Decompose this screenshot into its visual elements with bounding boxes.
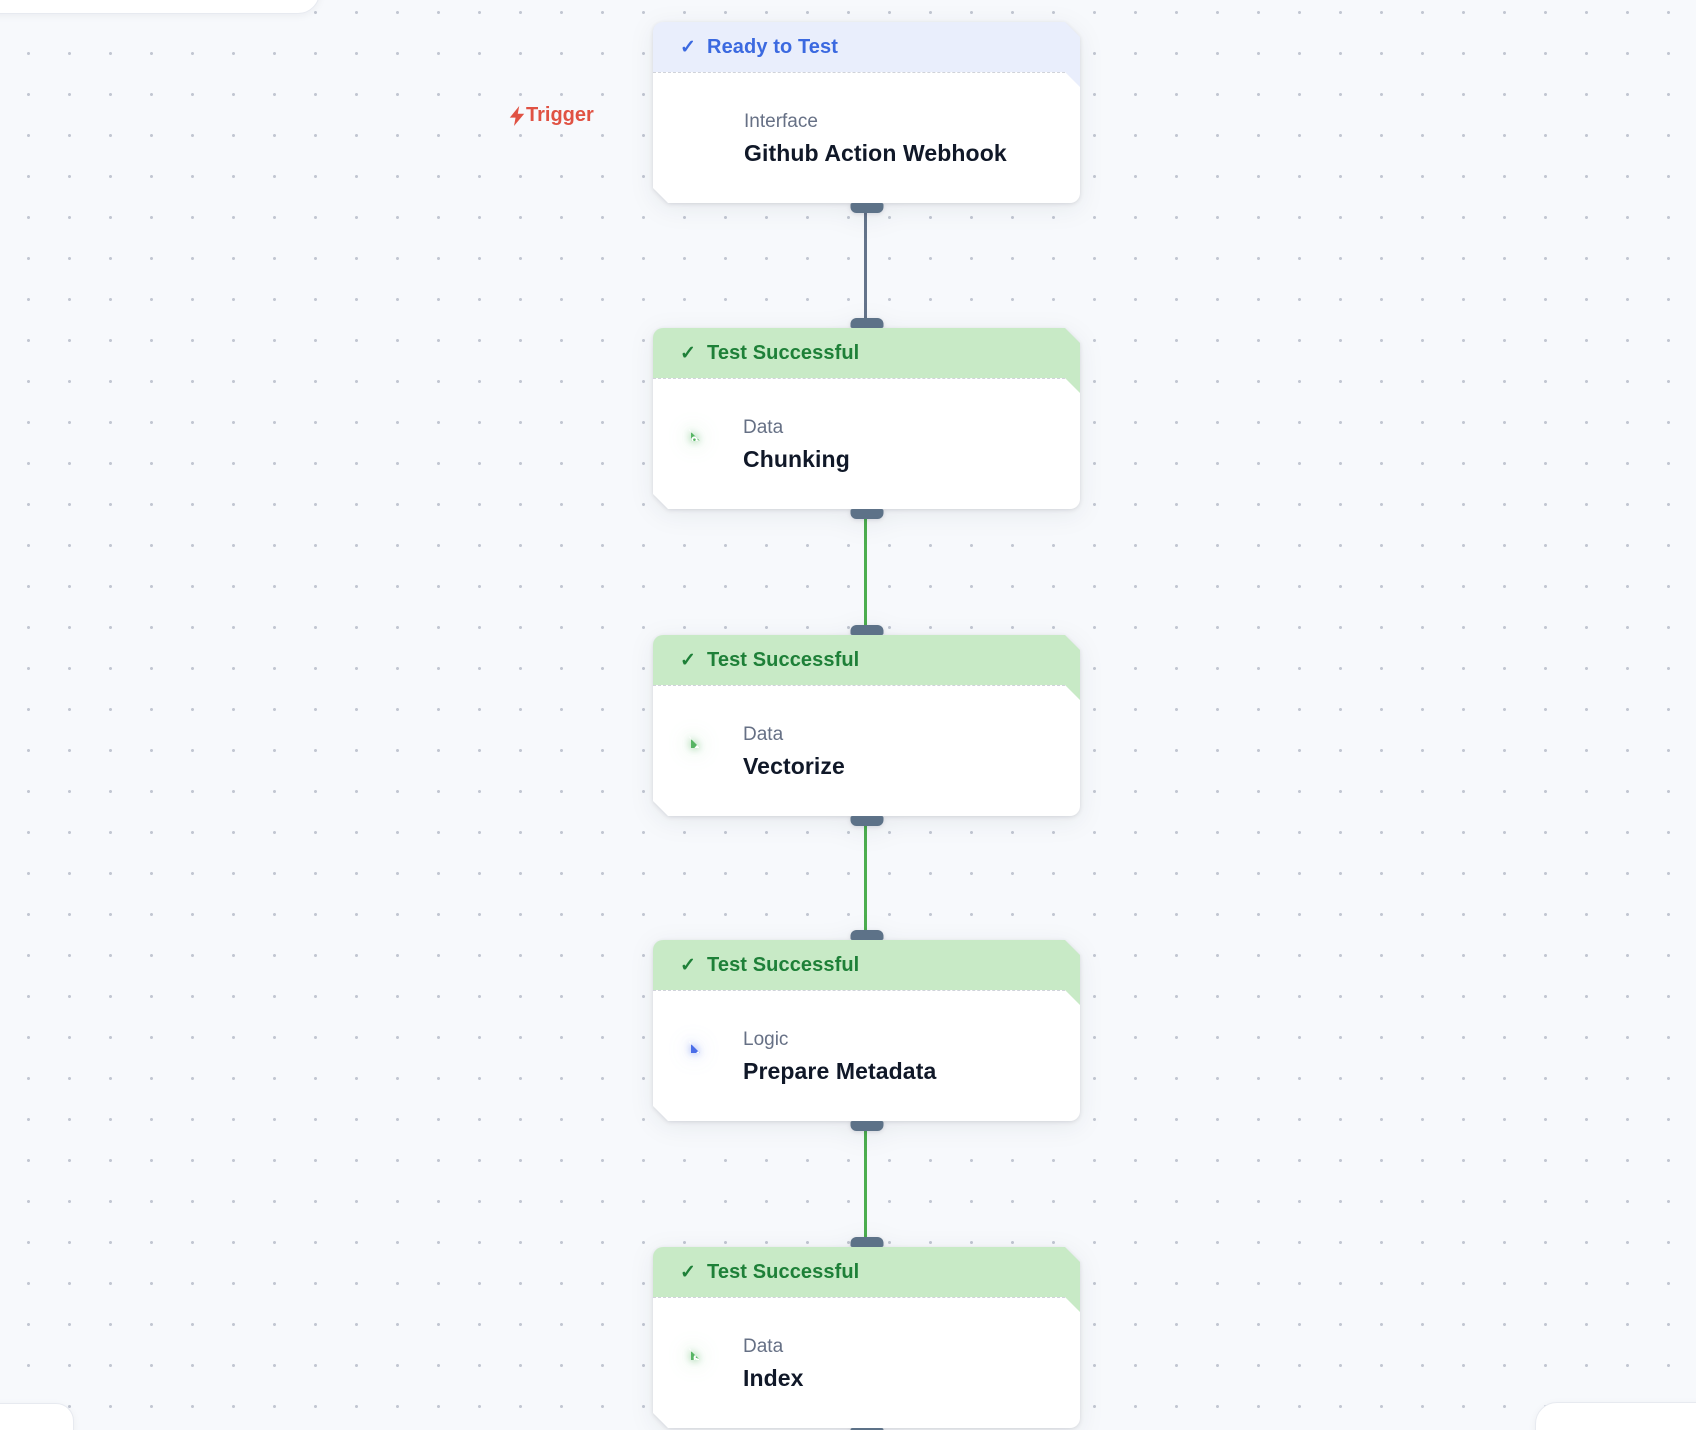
scissors-chunking-icon	[689, 431, 715, 457]
node-index[interactable]: ✓ Test Successful	[653, 1237, 1080, 1430]
input-handle[interactable]	[850, 318, 883, 328]
node-category: Interface	[744, 110, 818, 132]
output-handle[interactable]	[850, 816, 883, 826]
panel-edge-top-left	[0, 0, 320, 14]
status-label: Test Successful	[707, 341, 860, 364]
node-chunking[interactable]: ✓ Test Successful	[653, 318, 1080, 519]
node-card[interactable]: Data Index	[653, 1297, 1080, 1428]
node-vectorize[interactable]: ✓ Test Successful Data	[653, 625, 1080, 826]
input-handle[interactable]	[850, 625, 883, 635]
node-category: Data	[743, 723, 784, 745]
edge-metadata-to-index	[864, 1121, 867, 1247]
status-label: Test Successful	[707, 953, 860, 976]
check-icon: ✓	[680, 1261, 697, 1283]
input-handle[interactable]	[850, 930, 883, 940]
trigger-tag: Trigger	[509, 104, 594, 127]
check-icon: ✓	[680, 649, 697, 671]
check-icon: ✓	[680, 342, 697, 364]
check-icon: ✓	[680, 36, 697, 58]
output-handle[interactable]	[850, 203, 883, 213]
axes-vectorize-icon	[689, 738, 715, 764]
node-title: Github Action Webhook	[744, 139, 1007, 166]
node-title: Prepare Metadata	[743, 1057, 937, 1084]
node-card[interactable]: Logic Prepare Metadata	[653, 990, 1080, 1121]
node-category: Logic	[743, 1028, 789, 1050]
output-handle[interactable]	[850, 1121, 883, 1131]
edge-chunking-to-vectorize	[864, 509, 867, 635]
status-label: Test Successful	[707, 1260, 860, 1283]
node-github-action-webhook[interactable]: ✓ Ready to Test	[653, 22, 1080, 213]
node-title: Index	[743, 1364, 804, 1391]
status-label: Ready to Test	[707, 35, 838, 58]
status-label: Test Successful	[707, 648, 860, 671]
database-lightning-icon	[689, 1350, 715, 1376]
node-card[interactable]: Interface Github Action Webhook	[653, 72, 1080, 203]
edge-webhook-to-chunking	[864, 203, 867, 328]
panel-edge-bottom-right	[1535, 1402, 1696, 1430]
panel-edge-bottom-left	[0, 1403, 74, 1430]
output-handle[interactable]	[850, 509, 883, 519]
node-category: Data	[743, 416, 784, 438]
node-title: Chunking	[743, 445, 850, 472]
check-icon: ✓	[680, 954, 697, 976]
edge-vectorize-to-metadata	[864, 816, 867, 940]
node-card[interactable]: Data Vectorize	[653, 685, 1080, 816]
input-handle[interactable]	[850, 1237, 883, 1247]
node-prepare-metadata[interactable]: ✓ Test Successful	[653, 930, 1080, 1131]
output-handle[interactable]	[850, 1428, 883, 1430]
lightning-bolt-icon	[509, 105, 525, 126]
trigger-label: Trigger	[526, 104, 594, 126]
node-category: Data	[743, 1335, 784, 1357]
code-icon	[689, 1043, 715, 1069]
node-title: Vectorize	[743, 752, 845, 779]
node-card[interactable]: Data Chunking	[653, 378, 1080, 509]
webhook-icon	[689, 125, 716, 152]
